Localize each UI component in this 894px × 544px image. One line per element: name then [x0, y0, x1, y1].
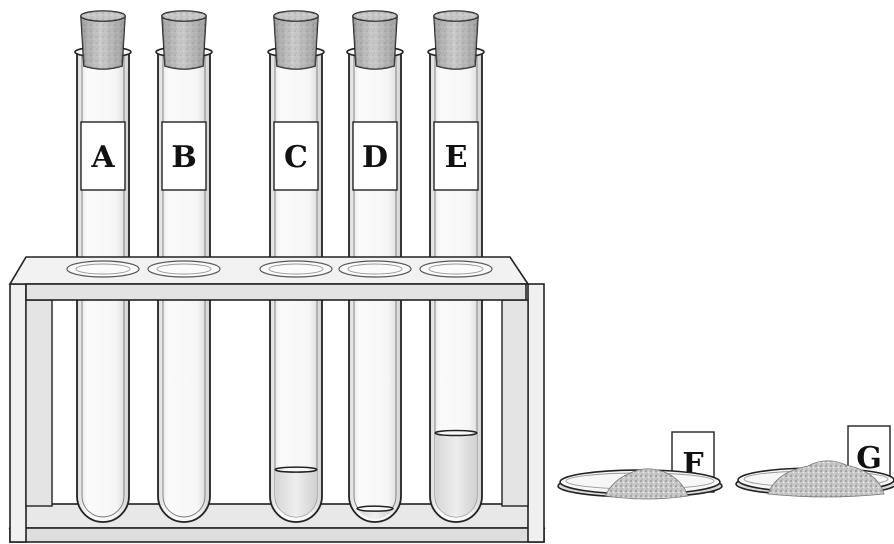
rack-hole — [259, 260, 333, 278]
rack-hole — [66, 260, 140, 278]
powder-pile — [604, 468, 689, 500]
tube-inner-wall — [81, 56, 125, 518]
rack-hole — [419, 260, 493, 278]
cork-stopper — [352, 10, 398, 70]
tube-label-text: C — [284, 140, 308, 175]
rack-hole — [338, 260, 412, 278]
cork-stopper — [433, 10, 479, 70]
tube-label-text: E — [445, 140, 468, 175]
test-tube-top-a: A — [74, 10, 132, 191]
tube-label-text: B — [171, 140, 196, 175]
test-tube-rack-base — [8, 503, 546, 543]
rack-left-post — [9, 283, 53, 543]
tube-inner-wall — [162, 56, 206, 518]
cork-stopper — [273, 10, 319, 70]
watch-glass-f: F — [557, 431, 723, 500]
powder-pile — [767, 460, 885, 498]
liquid-meniscus — [274, 466, 318, 473]
cork-stopper — [80, 10, 126, 70]
test-tube-top-c: C — [267, 10, 325, 191]
liquid-meniscus — [434, 429, 478, 437]
tube-liquid — [435, 433, 477, 517]
tube-label-card: B — [161, 121, 207, 191]
watch-glass-g: G — [735, 425, 894, 498]
tube-label-card: C — [273, 121, 319, 191]
tube-liquid — [275, 469, 317, 517]
liquid-meniscus — [356, 505, 394, 512]
tube-label-text: A — [90, 140, 115, 175]
tube-label-text: D — [362, 140, 388, 175]
test-tube-top-b: B — [155, 10, 213, 191]
test-tube-rack-shelf — [8, 256, 530, 301]
tube-label-card: E — [433, 121, 479, 191]
test-tube-top-d: D — [346, 10, 404, 191]
test-tube-top-e: E — [427, 10, 485, 191]
rack-hole — [147, 260, 221, 278]
cork-stopper — [161, 10, 207, 70]
tube-label-card: D — [352, 121, 398, 191]
rack-right-post — [501, 283, 545, 543]
tube-label-card: A — [80, 121, 126, 191]
